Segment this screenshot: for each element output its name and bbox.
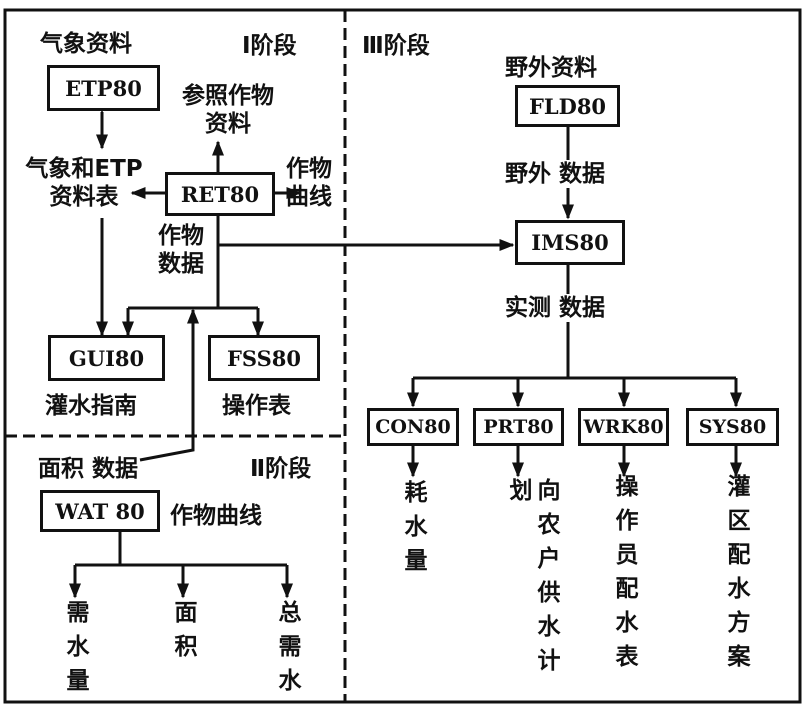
field-data-label: 野外资料 [505, 55, 597, 81]
crop-curve-line1: 作物 [286, 156, 332, 182]
crop-data-line1: 作物 [158, 223, 204, 249]
ret80-box: RET80 [165, 172, 275, 216]
measured-data-label: 实测 数据 [505, 294, 606, 322]
operator-table-label: 操作员配水表 [611, 474, 637, 678]
fss80-box: FSS80 [208, 335, 320, 381]
ref-crop-line2: 资料 [205, 111, 251, 137]
water-demand-label: 需水量 [62, 600, 88, 702]
weather-table-line1: 气象和ETP [25, 156, 143, 182]
gui80-box: GUI80 [48, 335, 165, 381]
crop-data-label: 作物数据 [158, 222, 204, 278]
crop-curve-label-2: 作物曲线 [170, 503, 262, 529]
field-data-label-2: 野外 数据 [505, 160, 606, 188]
fld80-box: FLD80 [515, 85, 620, 127]
ref-crop-line1: 参照作物 [182, 83, 274, 109]
crop-curve-label: 作物曲线 [286, 155, 332, 211]
ref-crop-label: 参照作物资料 [168, 82, 288, 138]
crop-curve-line2: 曲线 [286, 184, 332, 210]
wat80-box: WAT 80 [40, 490, 160, 532]
farmer-plan-label: 向农户供水计划 [505, 478, 559, 682]
stage3-label: Ⅲ阶段 [362, 33, 430, 59]
crop-data-line2: 数据 [158, 251, 204, 277]
ims80-box: IMS80 [515, 220, 625, 265]
stage2-label: Ⅱ阶段 [250, 456, 312, 482]
weather-table-line2: 资料表 [49, 184, 119, 210]
etp80-box: ETP80 [47, 65, 160, 111]
area-label: 面积 [170, 600, 196, 668]
operation-table-label: 操作表 [222, 393, 291, 419]
wrk80-box: WRK80 [578, 408, 669, 446]
district-plan-label: 灌区配水方案 [723, 474, 749, 678]
area-data-label: 面积 数据 [38, 456, 139, 482]
weather-data-label: 气象资料 [40, 31, 132, 57]
consumption-label: 耗水量 [400, 480, 426, 582]
prt80-box: PRT80 [473, 408, 564, 446]
con80-box: CON80 [367, 408, 459, 446]
outer-frame [3, 8, 802, 704]
sys80-box: SYS80 [686, 408, 779, 446]
irrigation-guide-label: 灌水指南 [45, 393, 137, 419]
total-demand-label: 总需水 [274, 600, 300, 702]
stage1-label: Ⅰ阶段 [242, 33, 297, 59]
